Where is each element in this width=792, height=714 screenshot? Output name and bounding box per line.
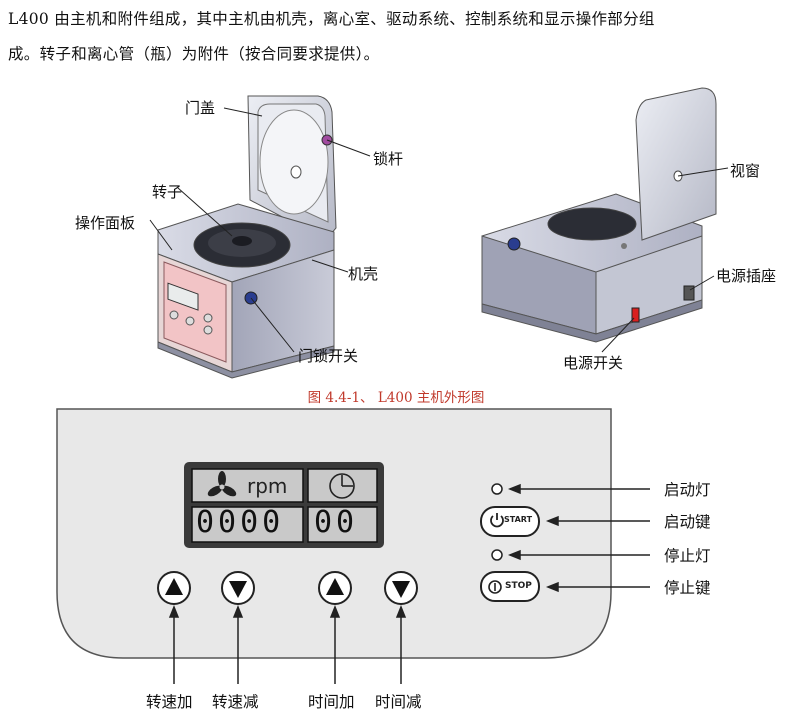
label-start-light: 启动灯	[664, 481, 711, 499]
label-start-key: 启动键	[664, 513, 711, 531]
label-housing: 机壳	[348, 265, 379, 283]
fan-icon	[207, 471, 237, 497]
rpm-unit: rpm	[247, 474, 288, 498]
label-operation-panel: 操作面板	[75, 214, 136, 232]
stop-button[interactable]	[480, 571, 540, 602]
figure-caption: 图 4.4-1、 L400 主机外形图	[307, 390, 485, 406]
label-stop-key: 停止键	[664, 579, 711, 597]
speed-readout: 0000	[196, 505, 285, 540]
stop-button-label: STOP	[505, 581, 532, 591]
intro-line-1: L400 由主机和附件组成，其中主机由机壳，离心室、驱动系统、控制系统和显示操作…	[8, 10, 655, 28]
label-rotor: 转子	[152, 183, 183, 201]
label-power-socket: 电源插座	[716, 267, 777, 285]
intro-line-2: 成。转子和离心管（瓶）为附件（按合同要求提供）。	[8, 45, 380, 63]
label-stop-light: 停止灯	[664, 547, 711, 565]
bottom-arrows	[168, 604, 407, 684]
power-icon	[490, 515, 504, 528]
clock-icon	[329, 473, 355, 499]
triangle-up-icon	[326, 578, 344, 595]
time-down-button[interactable]	[384, 571, 418, 605]
label-door-cover: 门盖	[185, 99, 216, 117]
leader-lines-left	[149, 107, 371, 353]
centrifuge-rear-view	[481, 87, 717, 343]
stop-light	[491, 549, 503, 561]
speed-up-button[interactable]	[157, 571, 191, 605]
label-lock-rod: 锁杆	[373, 150, 404, 168]
triangle-up-icon	[165, 578, 183, 595]
start-light	[491, 483, 503, 495]
intro-paragraph: L400 由主机和附件组成，其中主机由机壳，离心室、驱动系统、控制系统和显示操作…	[8, 2, 784, 72]
triangle-down-icon	[229, 581, 247, 598]
triangle-down-icon	[392, 581, 410, 598]
label-door-lock-switch: 门锁开关	[298, 347, 359, 365]
panel-arrows	[507, 483, 650, 593]
control-panel	[56, 408, 612, 659]
time-up-button[interactable]	[318, 571, 352, 605]
label-time-down: 时间减	[375, 693, 422, 711]
time-readout: 00	[314, 505, 359, 540]
label-speed-up: 转速加	[146, 693, 193, 711]
start-button-label: START	[504, 515, 533, 524]
start-button[interactable]	[480, 506, 540, 537]
label-speed-down: 转速减	[212, 693, 259, 711]
speed-down-button[interactable]	[221, 571, 255, 605]
centrifuge-front-view	[157, 95, 337, 379]
label-view-window: 视窗	[730, 162, 761, 180]
leader-lines-right	[601, 167, 729, 353]
label-time-up: 时间加	[308, 693, 355, 711]
label-power-switch: 电源开关	[563, 354, 624, 372]
